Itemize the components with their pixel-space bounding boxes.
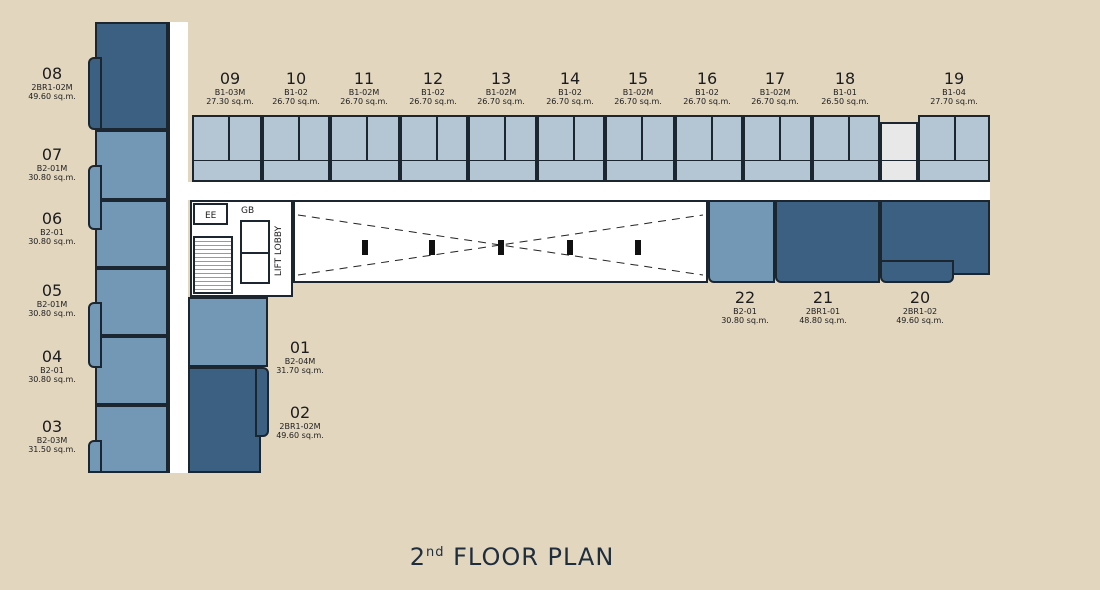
unit-10-plan[interactable] — [262, 115, 330, 182]
unit-02-balcony — [255, 367, 269, 437]
gb-label: GB — [241, 206, 255, 216]
unit-09-plan[interactable] — [192, 115, 262, 182]
column — [362, 240, 368, 255]
unit-08-balcony — [88, 57, 102, 130]
page-title: 2nd FLOOR PLAN — [409, 543, 615, 571]
unit-01-plan[interactable] — [188, 297, 268, 367]
unit-05-plan[interactable] — [95, 268, 168, 336]
void-cross-dashes — [297, 214, 704, 276]
unit-03-plan[interactable] — [95, 405, 168, 473]
ee-room — [193, 203, 228, 225]
unit-02-plan[interactable] — [188, 367, 261, 473]
unit-21-plan[interactable] — [775, 200, 880, 283]
unit-08-plan[interactable] — [95, 22, 168, 130]
unit-14-plan[interactable] — [537, 115, 605, 182]
ee-label: EE — [205, 211, 217, 221]
balcony — [88, 440, 102, 473]
unit-07-plan[interactable] — [95, 130, 168, 200]
unit-04-plan[interactable] — [95, 336, 168, 405]
unit-20-balcony — [880, 260, 954, 283]
balcony — [88, 302, 102, 368]
unit-13-plan[interactable] — [468, 115, 537, 182]
unit-11-plan[interactable] — [330, 115, 400, 182]
balcony — [88, 165, 102, 230]
stair-east — [880, 122, 918, 182]
unit-17-plan[interactable] — [743, 115, 812, 182]
column — [429, 240, 435, 255]
unit-15-plan[interactable] — [605, 115, 675, 182]
corridor-horizontal — [188, 182, 990, 200]
unit-22-plan[interactable] — [708, 200, 775, 283]
column — [498, 240, 504, 255]
lift-lobby-label: LIFT LOBBY — [274, 225, 284, 277]
unit-06-plan[interactable] — [95, 200, 168, 268]
corridor-vertical — [168, 22, 188, 473]
unit-16-plan[interactable] — [675, 115, 743, 182]
column — [635, 240, 641, 255]
column — [567, 240, 573, 255]
stair-west — [193, 236, 233, 294]
unit-12-plan[interactable] — [400, 115, 468, 182]
unit-18-plan[interactable] — [812, 115, 880, 182]
